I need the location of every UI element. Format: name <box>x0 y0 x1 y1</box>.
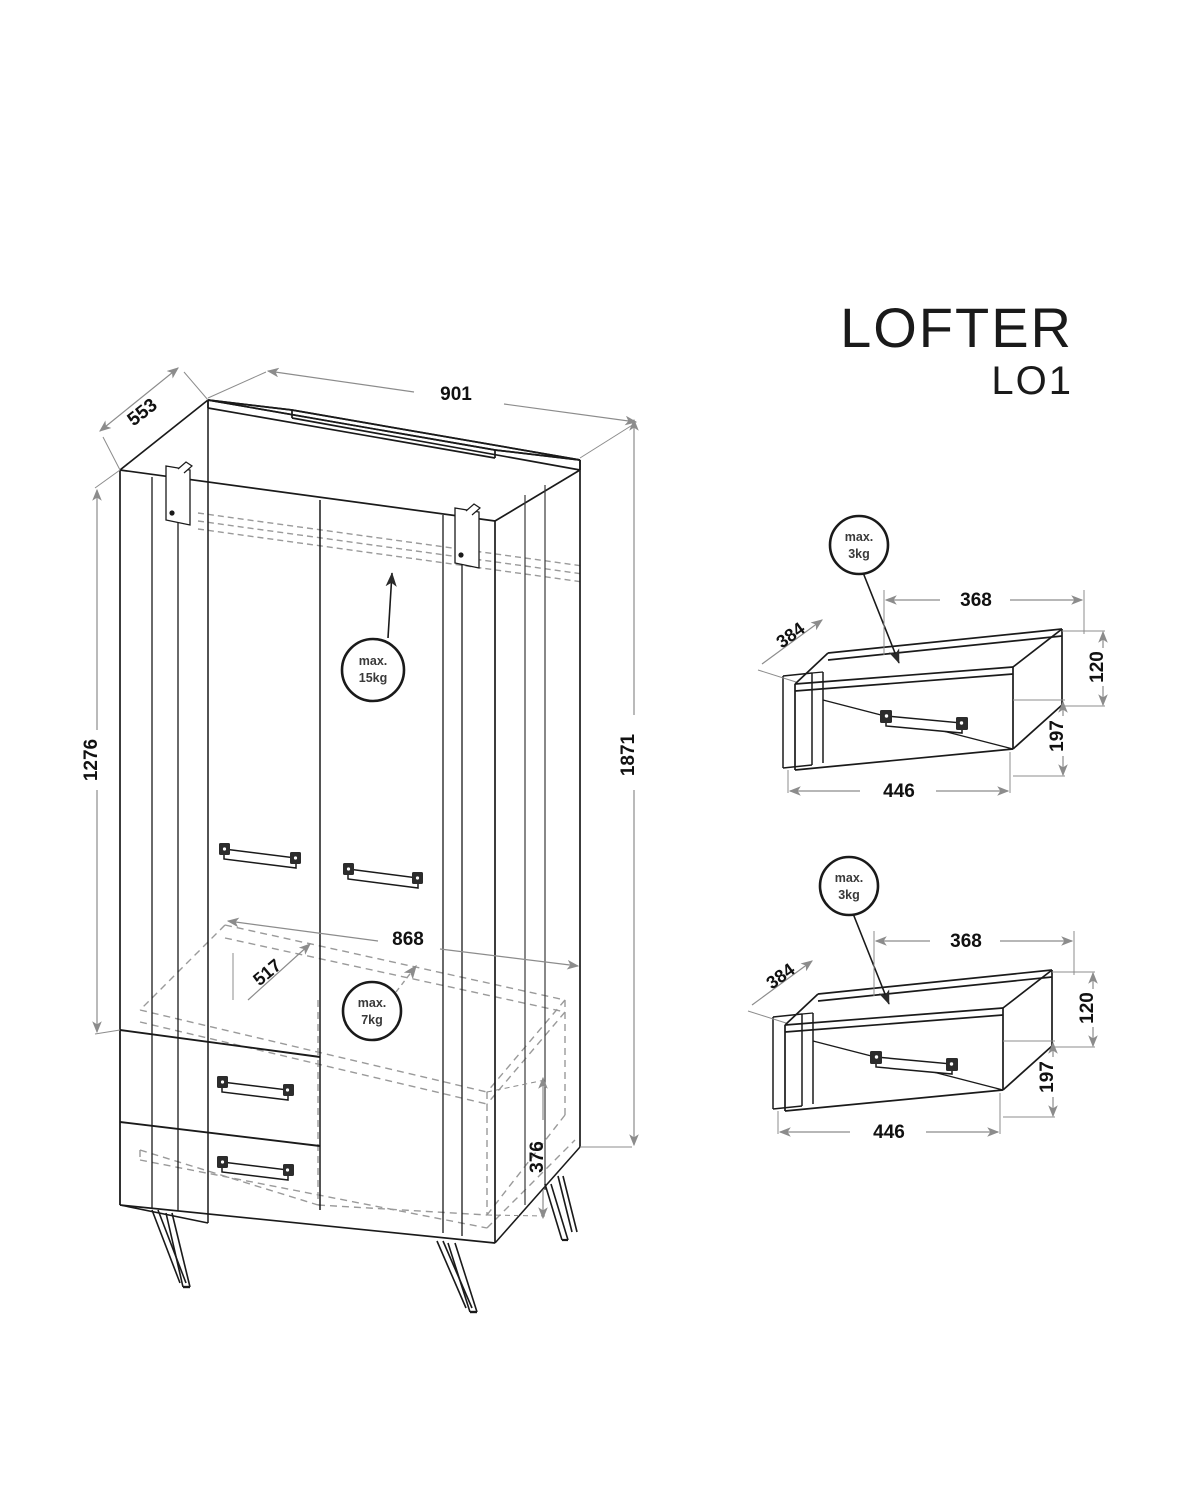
brand-model: LO1 <box>991 359 1073 403</box>
handle-drawer-upper <box>217 1076 294 1101</box>
load-drawer-top-line1: max. <box>845 530 874 544</box>
load-badge-circle <box>340 637 406 703</box>
brand-block: LOFTER LO1 <box>840 300 1073 406</box>
load-drawer-bottom-line1: max. <box>835 871 864 885</box>
dim-drawer-top-front-height-197: 197 <box>1047 720 1068 752</box>
load-callout-drawer-bottom: max. 3kg <box>818 855 890 1005</box>
load-callout-drawer-top: max. 3kg <box>828 514 900 664</box>
handle-drawer-detail-top <box>880 710 968 734</box>
cabinet-body-outline <box>119 399 581 1244</box>
load-callout-shelf: max. 7kg <box>341 964 417 1042</box>
load-callout-rail: max. 15kg <box>340 572 406 703</box>
dim-drawer-bottom-front-width-446: 446 <box>873 1122 905 1143</box>
load-rail-line1: max. <box>359 654 388 668</box>
handle-drawer-lower <box>217 1156 294 1181</box>
load-badge-circle <box>828 514 890 576</box>
drawer-box-outline <box>782 628 1063 771</box>
load-shelf-line2: 7kg <box>361 1013 383 1027</box>
load-drawer-bottom-line2: 3kg <box>838 888 860 902</box>
dim-drawer-bottom-front-height-197: 197 <box>1037 1061 1058 1093</box>
dim-total-height-1871: 1871 <box>618 733 639 776</box>
leg-front-right <box>436 1240 478 1314</box>
load-badge-circle <box>341 980 403 1042</box>
handle-drawer-detail-bottom <box>870 1051 958 1075</box>
dim-drawer-top-inner-width-368: 368 <box>960 590 992 611</box>
dim-drawer-top-front-width-446: 446 <box>883 781 915 802</box>
drawer-detail-bottom: max. 3kg 368 384 120 197 446 <box>747 855 1098 1143</box>
load-badge-circle <box>818 855 880 917</box>
drawer-top-dimension-lines <box>757 590 1108 796</box>
main-dimension-lines <box>92 367 639 1220</box>
leg-rear-right <box>544 1175 578 1242</box>
handle-door-right <box>343 863 423 889</box>
load-drawer-top-line2: 3kg <box>848 547 870 561</box>
brand-name: LOFTER <box>840 296 1073 359</box>
dim-shelf-width-868: 868 <box>392 929 424 950</box>
handles-group <box>217 843 423 1181</box>
dim-hanging-height-1276: 1276 <box>81 739 102 781</box>
dim-lower-height-376: 376 <box>527 1141 548 1173</box>
legs-group <box>151 1175 578 1314</box>
dim-drawer-bottom-inner-width-368: 368 <box>950 931 982 952</box>
handle-door-left <box>219 843 301 869</box>
dim-width-901: 901 <box>440 384 472 405</box>
drawer-box-outline <box>772 969 1053 1112</box>
internal-construction-hidden-lines <box>139 512 584 1229</box>
dim-drawer-top-inner-height-120: 120 <box>1087 651 1108 683</box>
drawer-bottom-dimension-lines <box>747 931 1098 1137</box>
dim-drawer-bottom-inner-height-120: 120 <box>1077 992 1098 1024</box>
load-shelf-line1: max. <box>358 996 387 1010</box>
load-rail-line2: 15kg <box>359 671 388 685</box>
leg-front-left <box>151 1209 191 1289</box>
main-wardrobe-view: max. 15kg max. 7kg <box>81 367 639 1314</box>
